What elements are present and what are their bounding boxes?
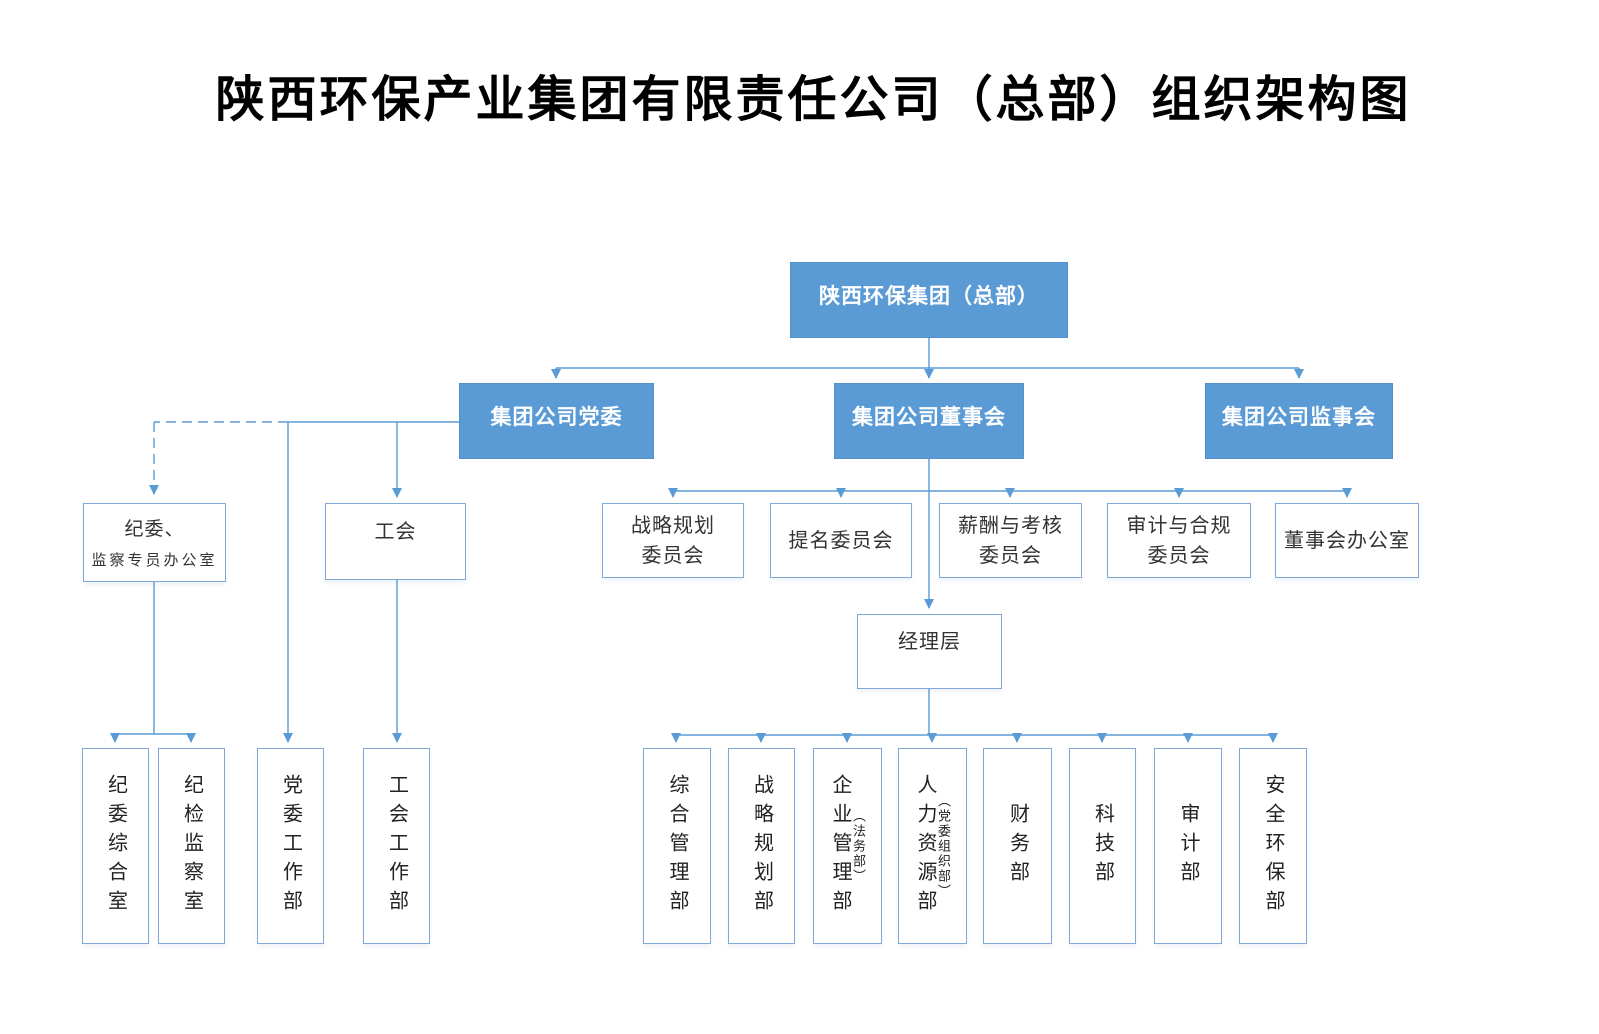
org-node-label: 综合管理部 <box>666 773 688 919</box>
solid-connectors <box>110 338 1352 743</box>
org-node-label-line2: 委员会 <box>979 544 1042 567</box>
org-node-audit-dept: 审计部 <box>1154 748 1222 944</box>
org-node-management-layer: 经理层 <box>857 614 1002 689</box>
org-node-label: 陕西环保集团（总部） <box>819 285 1039 308</box>
org-node-label: 安全环保部 <box>1262 773 1284 919</box>
org-node-union-work-dept: 工会工作部 <box>363 748 430 944</box>
org-node-label-line1: 战略规划 <box>631 514 715 537</box>
org-node-discipline-general-office: 纪委综合室 <box>82 748 149 944</box>
org-node-board-of-directors: 集团公司董事会 <box>834 383 1024 459</box>
org-node-label: 经理层 <box>898 630 961 653</box>
org-node-enterprise-management-dept: 企业管理部 （法务部） <box>813 748 882 944</box>
org-node-science-technology-dept: 科技部 <box>1069 748 1136 944</box>
org-node-label: 纪委综合室 <box>104 773 127 919</box>
org-node-label: 集团公司董事会 <box>852 406 1006 429</box>
org-node-discipline-inspection-office: 纪检监察室 <box>158 748 225 944</box>
org-node-labor-union: 工会 <box>325 503 466 580</box>
org-node-finance-dept: 财务部 <box>983 748 1052 944</box>
org-node-label-line1: 提名委员会 <box>788 529 894 552</box>
org-node-board-office: 董事会办公室 <box>1275 503 1419 578</box>
org-node-label: 纪检监察室 <box>180 773 203 919</box>
org-node-label-line2: 监察专员办公室 <box>91 552 218 569</box>
org-node-human-resources-dept: 人力资源部 （党委组织部） <box>898 748 967 944</box>
org-node-label: 战略规划部 <box>750 773 773 919</box>
org-node-general-management-dept: 综合管理部 <box>643 748 711 944</box>
org-node-label-line2: 委员会 <box>1147 544 1211 567</box>
org-node-headquarters: 陕西环保集团（总部） <box>790 262 1068 338</box>
org-node-label-line1: 薪酬与考核 <box>958 514 1063 537</box>
org-node-label-line1: 纪委、 <box>124 519 185 540</box>
org-node-party-committee: 集团公司党委 <box>459 383 654 459</box>
org-node-safety-environment-dept: 安全环保部 <box>1239 748 1307 944</box>
org-node-label-line2: 委员会 <box>641 544 705 567</box>
dashed-connectors <box>149 421 288 495</box>
org-node-party-work-dept: 党委工作部 <box>257 748 324 944</box>
org-node-label: 集团公司监事会 <box>1222 406 1376 429</box>
org-node-label-line1: 审计与合规 <box>1126 514 1232 537</box>
org-node-label: 审计部 <box>1177 802 1199 890</box>
org-node-supervisory-board: 集团公司监事会 <box>1205 383 1393 459</box>
org-node-sublabel: （党委组织部） <box>936 793 951 899</box>
org-node-audit-compliance-committee: 审计与合规 委员会 <box>1107 503 1251 578</box>
org-node-label: 集团公司党委 <box>490 406 623 429</box>
org-node-label: 科技部 <box>1091 802 1114 890</box>
org-node-label: 工会 <box>374 520 417 543</box>
org-node-strategic-planning-dept: 战略规划部 <box>728 748 795 944</box>
org-node-nomination-committee: 提名委员会 <box>770 503 912 578</box>
org-node-sublabel: （法务部） <box>851 808 866 884</box>
org-node-label: 工会工作部 <box>385 773 408 919</box>
org-node-label: 人力资源部 <box>914 773 936 919</box>
org-node-remuneration-appraisal-committee: 薪酬与考核 委员会 <box>939 503 1082 578</box>
org-node-label: 财务部 <box>1006 802 1029 890</box>
org-node-discipline-office: 纪委、 监察专员办公室 <box>83 503 226 582</box>
chart-title: 陕西环保产业集团有限责任公司（总部）组织架构图 <box>215 72 1412 127</box>
org-node-strategic-planning-committee: 战略规划 委员会 <box>602 503 744 578</box>
org-node-label: 党委工作部 <box>279 773 302 919</box>
org-node-label-line1: 董事会办公室 <box>1284 529 1410 552</box>
org-node-label: 企业管理部 <box>829 773 851 919</box>
